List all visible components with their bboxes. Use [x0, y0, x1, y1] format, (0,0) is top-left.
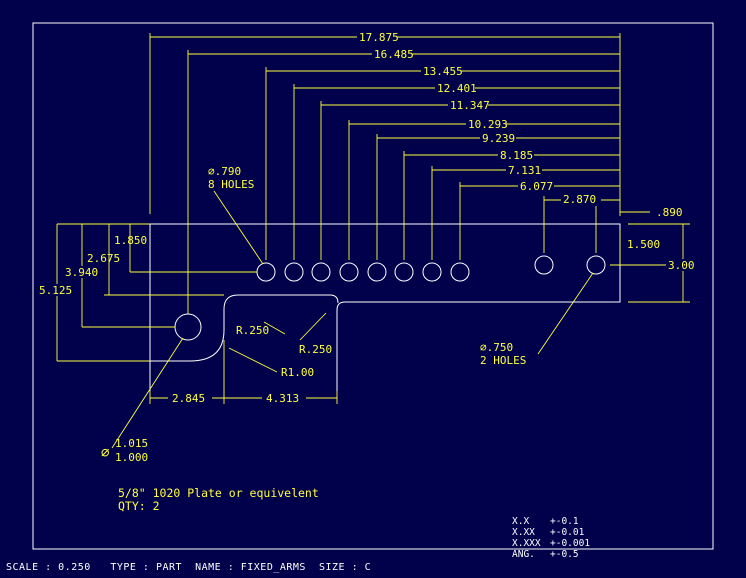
note-qty: QTY: 2 — [118, 499, 160, 513]
dim-4313: 4.313 — [266, 392, 299, 405]
tol-value-4: +-0.5 — [550, 549, 579, 560]
dim-16485: 16.485 — [374, 48, 414, 61]
dim-5125: 5.125 — [39, 284, 72, 297]
hole-8 — [450, 262, 470, 282]
hole-1 — [256, 262, 276, 282]
radius-100: R1.00 — [281, 366, 314, 379]
radius-250-b: R.250 — [299, 343, 332, 356]
note-material: 5/8" 1020 Plate or equivelent — [118, 486, 319, 500]
dim-10293: 10.293 — [468, 118, 508, 131]
radius-250-a: R.250 — [236, 324, 269, 337]
hole-10 — [586, 255, 606, 275]
part-outline — [149, 223, 621, 391]
big-hole-min: 1.000 — [115, 451, 148, 464]
large-hole — [174, 313, 202, 341]
left-dimension-stack — [56, 223, 257, 362]
hole-row-8 — [256, 262, 470, 282]
hole2-count: 2 HOLES — [480, 354, 526, 367]
hole-3 — [311, 262, 331, 282]
hole-2 — [284, 262, 304, 282]
dim-300: 3.00 — [668, 259, 695, 272]
dim-7131: 7.131 — [508, 164, 541, 177]
dim-1500: 1.500 — [627, 238, 660, 251]
dim-1850: 1.850 — [114, 234, 147, 247]
leader-big-hole — [111, 337, 184, 449]
dim-6077: 6.077 — [520, 180, 553, 193]
big-hole-max: 1.015 — [115, 437, 148, 450]
tolerance-block: X.X +-0.1 X.XX +-0.01 X.XXX +-0.001 ANG.… — [512, 516, 590, 560]
dim-2845: 2.845 — [172, 392, 205, 405]
dim-11347: 11.347 — [450, 99, 490, 112]
hole-7 — [422, 262, 442, 282]
hole-5 — [367, 262, 387, 282]
tol-value-3: +-0.001 — [550, 538, 590, 549]
dim-9239: 9.239 — [482, 132, 515, 145]
tol-label-2: X.XX — [512, 527, 535, 538]
dim-890: .890 — [656, 206, 683, 219]
dim-8185: 8.185 — [500, 149, 533, 162]
tol-label-1: X.X — [512, 516, 529, 527]
dim-13455: 13.455 — [423, 65, 463, 78]
dim-2675: 2.675 — [87, 252, 120, 265]
tol-label-4: ANG. — [512, 549, 535, 560]
tol-value-2: +-0.01 — [550, 527, 585, 538]
hole-6 — [394, 262, 414, 282]
leader-hole8 — [213, 190, 264, 265]
dim-12401: 12.401 — [437, 82, 477, 95]
dim-2870: 2.870 — [563, 193, 596, 206]
dim-17875: 17.875 — [359, 31, 399, 44]
drawing-border — [32, 22, 714, 550]
hole2-dia: ⌀.750 — [480, 341, 513, 354]
status-bar-text: SCALE : 0.250 TYPE : PART NAME : FIXED_A… — [6, 562, 371, 573]
tol-label-3: X.XXX — [512, 538, 541, 549]
tol-value-1: +-0.1 — [550, 516, 579, 527]
hole-9 — [534, 255, 554, 275]
hole-4 — [339, 262, 359, 282]
big-hole-dia-symbol: ⌀ — [101, 445, 110, 461]
hole8-dia: ⌀.790 — [208, 165, 241, 178]
hole8-count: 8 HOLES — [208, 178, 254, 191]
leader-hole2 — [537, 272, 594, 355]
dim-3940: 3.940 — [65, 266, 98, 279]
